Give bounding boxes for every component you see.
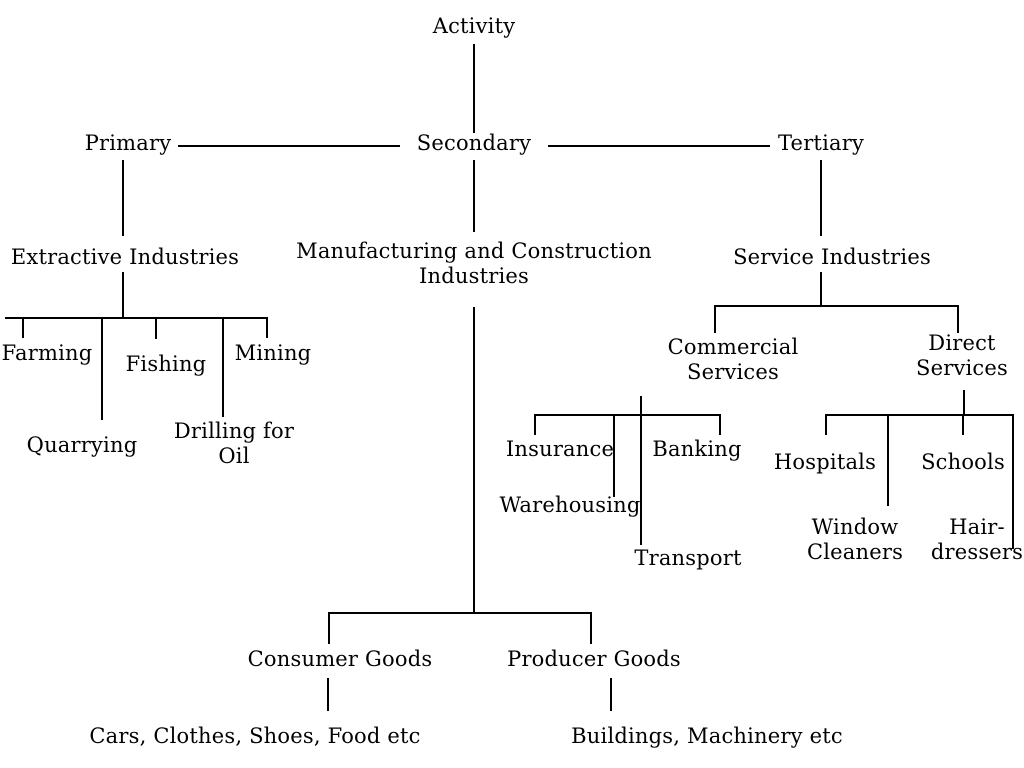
drop-quarrying (101, 317, 103, 420)
node-secondary: Secondary (416, 131, 532, 155)
connector-manufacturing-to-goods-bar (473, 307, 475, 613)
drop-hospitals (825, 414, 827, 435)
connector-activity-to-secondary (473, 44, 475, 133)
node-activity: Activity (432, 14, 516, 38)
drop-drilling-for-oil (222, 317, 224, 417)
node-farming: Farming (1, 341, 93, 365)
drop-banking (719, 414, 721, 435)
node-transport: Transport (634, 546, 742, 570)
node-hair-line-1: Hair- (949, 515, 1005, 539)
node-fishing: Fishing (125, 352, 207, 376)
node-direct-line-2: Services (916, 355, 1008, 380)
node-window-line-1: Window (811, 515, 899, 539)
connector-direct-to-bar (963, 390, 965, 415)
node-direct-services: Direct Services (916, 331, 1008, 381)
node-consumer-goods: Consumer Goods (247, 647, 433, 671)
node-producer-goods: Producer Goods (507, 647, 681, 671)
node-manufacturing-line-1: Manufacturing and Construction (296, 239, 652, 263)
node-hairdressers: Hair- dressers (931, 515, 1023, 565)
connector-extractive-to-bar (122, 272, 124, 318)
bar-commercial-children (534, 414, 721, 416)
node-consumer-examples: Cars, Clothes, Shoes, Food etc (89, 724, 421, 748)
node-mining: Mining (234, 341, 312, 365)
drop-mining (266, 317, 268, 338)
node-tertiary: Tertiary (777, 131, 865, 155)
drop-consumer-goods (328, 612, 330, 644)
node-commercial-services: Commercial Services (668, 335, 799, 385)
bar-service-children (714, 305, 959, 307)
bar-direct-children (825, 414, 1013, 416)
drop-window-cleaners (887, 414, 889, 506)
connector-tertiary-to-service (820, 160, 822, 236)
drop-commercial-services (714, 305, 716, 333)
drop-producer-examples (610, 678, 612, 711)
connector-secondary-to-tertiary (548, 145, 770, 147)
connector-secondary-to-manufacturing (473, 160, 475, 232)
node-drilling-line-1: Drilling for (173, 419, 295, 443)
node-extractive-industries: Extractive Industries (10, 245, 240, 269)
node-commercial-line-1: Commercial (667, 335, 799, 359)
node-drilling-for-oil: Drilling for Oil (174, 419, 294, 469)
node-manufacturing-industries: Manufacturing and Construction Industrie… (296, 239, 652, 289)
node-producer-examples: Buildings, Machinery etc (571, 724, 843, 748)
node-direct-line-1: Direct (928, 331, 996, 355)
drop-fishing (155, 317, 157, 339)
node-commercial-line-2: Services (687, 359, 779, 384)
drop-producer-goods (590, 612, 592, 644)
connector-primary-to-extractive (122, 160, 124, 236)
drop-farming (22, 317, 24, 338)
drop-hairdressers (1012, 414, 1014, 549)
connector-commercial-to-bar (640, 396, 642, 415)
node-manufacturing-line-2: Industries (419, 263, 529, 288)
node-warehousing: Warehousing (499, 493, 641, 517)
bar-goods-children (328, 612, 592, 614)
node-window-cleaners: Window Cleaners (807, 515, 903, 565)
drop-insurance (534, 414, 536, 435)
node-quarrying: Quarrying (26, 433, 138, 457)
connector-service-to-bar (820, 272, 822, 306)
node-insurance: Insurance (505, 437, 615, 461)
drop-consumer-examples (327, 678, 329, 711)
node-hospitals: Hospitals (773, 450, 877, 474)
drop-transport (640, 414, 642, 545)
drop-direct-services (957, 305, 959, 333)
node-primary: Primary (84, 131, 172, 155)
drop-schools (962, 414, 964, 435)
node-banking: Banking (652, 437, 742, 461)
node-schools: Schools (921, 450, 1005, 474)
drop-warehousing (613, 414, 615, 497)
node-drilling-line-2: Oil (218, 443, 250, 468)
connector-primary-to-secondary (178, 145, 400, 147)
node-window-line-2: Cleaners (806, 539, 904, 564)
node-hair-line-2: dressers (930, 539, 1024, 564)
bar-extractive-children (5, 317, 268, 319)
node-service-industries: Service Industries (733, 245, 931, 269)
